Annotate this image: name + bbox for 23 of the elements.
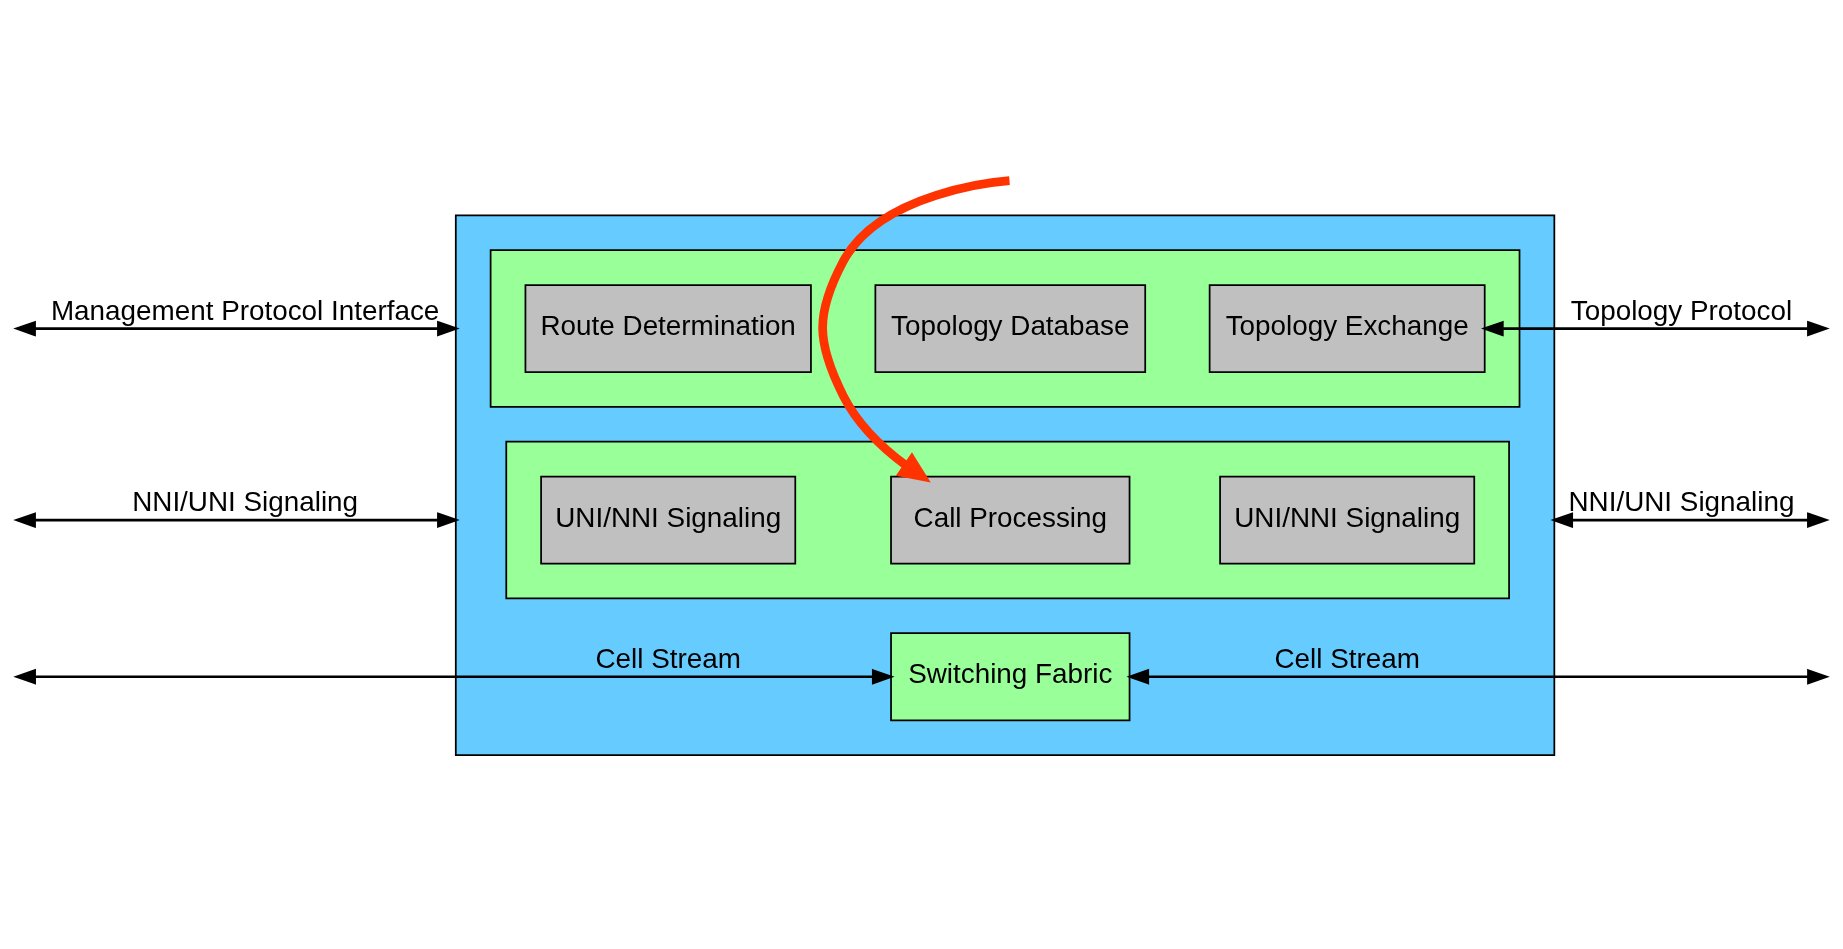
arrow	[1550, 512, 1830, 528]
node-box: Topology Database	[874, 284, 1147, 373]
node-box: Switching Fabric	[890, 632, 1131, 722]
edge-label: Cell Stream	[595, 642, 741, 674]
arrow	[13, 320, 460, 337]
edge-label: NNI/UNI Signaling	[132, 486, 359, 518]
edge-label: Cell Stream	[1274, 642, 1420, 674]
cluster	[505, 440, 1510, 600]
edge-label: Topology Protocol	[1570, 294, 1793, 326]
arrow	[818, 176, 1010, 483]
node-box: Topology Exchange	[1208, 284, 1486, 373]
arrow	[1126, 668, 1830, 685]
arrow	[13, 512, 460, 528]
arrow	[13, 668, 895, 685]
node-box: Route Determination	[524, 284, 812, 373]
node-box: Call Processing	[890, 475, 1131, 565]
node-box: UNI/NNI Signaling	[1219, 475, 1476, 565]
edge-label: Management Protocol Interface	[50, 294, 440, 326]
cluster	[489, 249, 1521, 408]
arrow	[1481, 320, 1830, 337]
node-box: UNI/NNI Signaling	[540, 475, 797, 565]
cluster	[454, 214, 1556, 756]
edge-label: NNI/UNI Signaling	[1568, 486, 1795, 518]
